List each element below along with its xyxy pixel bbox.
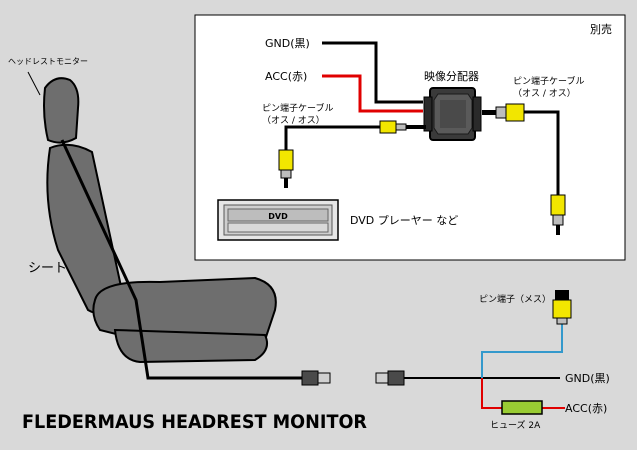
rca-female-connector — [552, 290, 572, 325]
harness-acc-label: ACC(赤) — [565, 402, 607, 415]
monitor-cable — [60, 139, 302, 380]
fuse-label: ヒューズ 2A — [490, 419, 541, 431]
headrest-monitor-label: ヘッドレストモニター — [8, 57, 88, 66]
harness-video-wire — [481, 322, 563, 378]
pin-cable-right-line2: （オス / オス） — [513, 88, 576, 99]
pin-cable-left-line1: ピン端子ケーブル — [262, 102, 333, 114]
separate-label: 別売 — [590, 23, 612, 36]
headrest-leader-line — [27, 71, 41, 96]
splitter-label: 映像分配器 — [424, 70, 479, 83]
pin-cable-left-connector-bottom — [278, 149, 294, 188]
pin-cable-right-connector-bottom — [550, 194, 566, 235]
fuse — [501, 400, 543, 415]
video-splitter — [423, 87, 482, 141]
harness-plug — [375, 370, 405, 386]
pin-cable-left-wire — [284, 125, 380, 150]
box-gnd-wire — [322, 41, 423, 104]
diagram-title: FLEDERMAUS HEADREST MONITOR — [22, 411, 367, 433]
pin-female-label: ピン端子（メス） — [479, 293, 551, 305]
harness-acc-wire-a — [481, 378, 502, 409]
dvd-player-label: DVD プレーヤー など — [350, 214, 458, 227]
box-acc-wire — [322, 74, 423, 113]
pin-cable-right-wire — [524, 110, 560, 195]
harness-gnd-label: GND(黒) — [565, 372, 610, 385]
box-acc-label: ACC(赤) — [265, 70, 307, 83]
pin-cable-left-line2: （オス / オス） — [262, 115, 325, 126]
seat-label: シート — [28, 261, 67, 276]
dvd-logo: DVD — [268, 212, 288, 221]
dvd-player — [217, 199, 339, 241]
pin-cable-right-line1: ピン端子ケーブル — [513, 75, 584, 87]
monitor-plug — [301, 370, 331, 386]
box-gnd-label: GND(黒) — [265, 37, 310, 50]
